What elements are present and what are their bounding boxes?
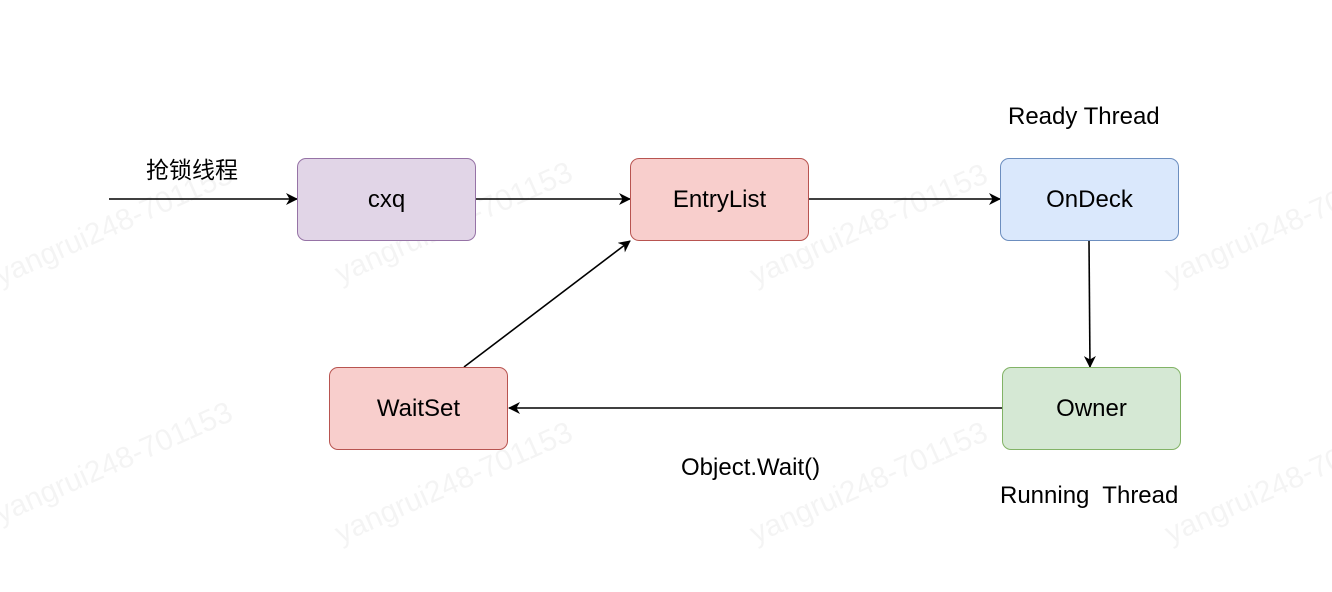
running-thread-label: Running Thread [1000, 482, 1179, 509]
node-cxq: cxq [297, 158, 476, 241]
node-entrylist-label: EntryList [672, 185, 767, 213]
node-entrylist: EntryList [630, 158, 809, 241]
node-owner: Owner [1002, 367, 1181, 450]
node-cxq-label: cxq [367, 185, 406, 213]
object-wait-label: Object.Wait() [681, 454, 821, 481]
edge-ondeck-to-owner [1083, 240, 1096, 368]
node-ondeck: OnDeck [1000, 158, 1179, 241]
node-ondeck-label: OnDeck [1046, 185, 1133, 213]
node-owner-label: Owner [1056, 394, 1127, 422]
ready-thread-label: Ready Thread [1008, 103, 1160, 130]
node-waitset-label: WaitSet [376, 394, 461, 422]
contending-threads-label: 抢锁线程 [146, 158, 238, 184]
edge-waitset-to-entrylist [463, 240, 631, 368]
node-waitset: WaitSet [329, 367, 508, 450]
